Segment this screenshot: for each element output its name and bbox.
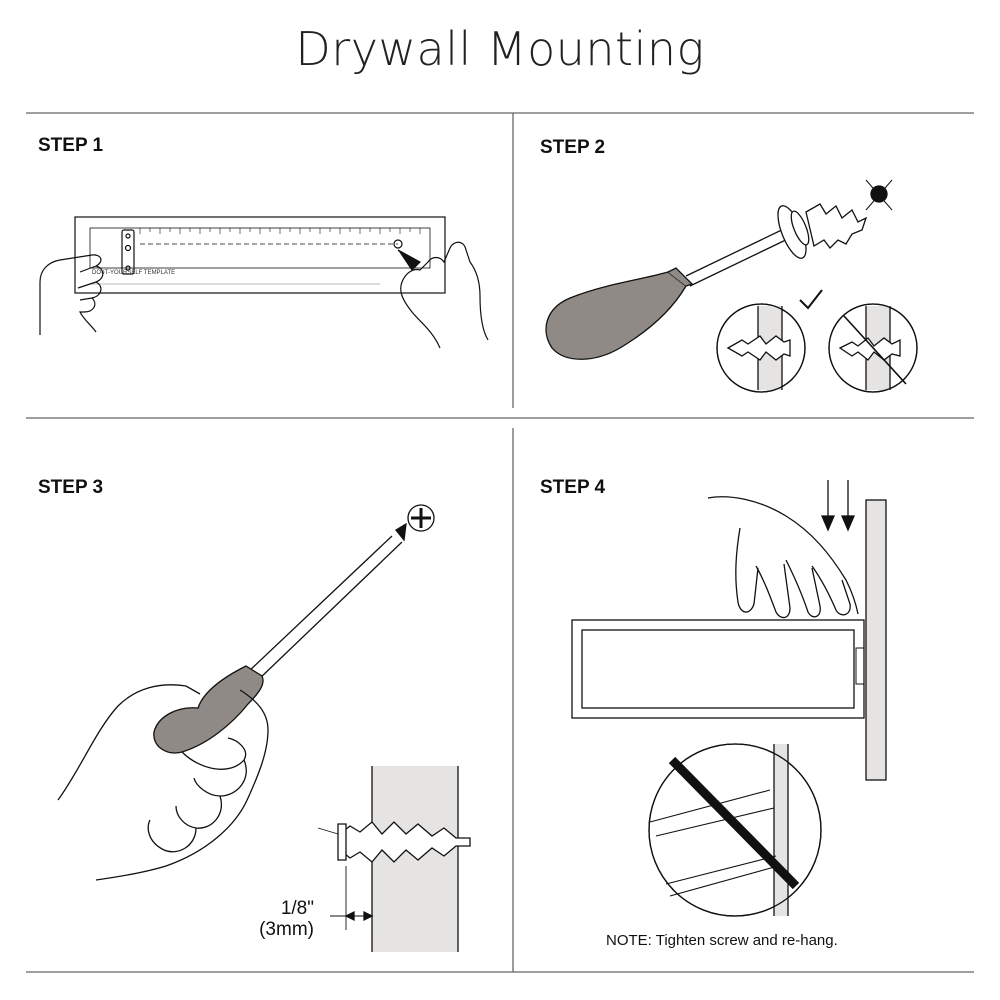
mark-target-icon (393, 239, 403, 249)
anchor-in-wall (339, 821, 471, 863)
step1-illustration (39, 216, 489, 349)
down-arrows-icon (821, 480, 855, 532)
left-hand (39, 254, 104, 335)
step3-label: STEP 3 (38, 477, 104, 498)
step4-note: NOTE: Tighten screw and re-hang. (606, 932, 838, 949)
ruler-ticks (139, 228, 421, 234)
step4-illustration (571, 480, 887, 917)
screwdriver-handle (545, 271, 687, 360)
cabinet-box (571, 619, 865, 719)
step4-label: STEP 4 (540, 477, 606, 498)
prohibited-slash-icon (843, 315, 907, 385)
screwdriver-shaft (685, 225, 795, 287)
bracket-outline (121, 229, 135, 275)
hand-pressing-down (707, 496, 859, 619)
step3-illustration (57, 504, 471, 952)
drywall-section (372, 766, 458, 952)
step1-label: STEP 1 (38, 135, 104, 156)
grid-dividers (26, 112, 974, 973)
pencil-icon (397, 249, 421, 271)
template-heading: DO-IT-YOURSELF TEMPLATE (92, 270, 176, 276)
drill-point-icon (870, 185, 888, 203)
drywall-anchor (805, 203, 868, 249)
step2-illustration (545, 179, 918, 393)
hand-holding-screwdriver (57, 684, 269, 881)
prohibited-slash-icon (668, 756, 800, 890)
step2-label: STEP 2 (540, 137, 606, 158)
screwdriver-shaft (247, 535, 403, 681)
screwdriver-handle (153, 665, 264, 754)
dimension-inches: 1/8" (280, 898, 314, 919)
wall-section (865, 499, 887, 781)
right-hand (400, 241, 489, 349)
dimension-mm: (3mm) (259, 919, 314, 940)
page-title: Drywall Mounting (295, 22, 705, 76)
checkmark-icon (799, 289, 823, 310)
